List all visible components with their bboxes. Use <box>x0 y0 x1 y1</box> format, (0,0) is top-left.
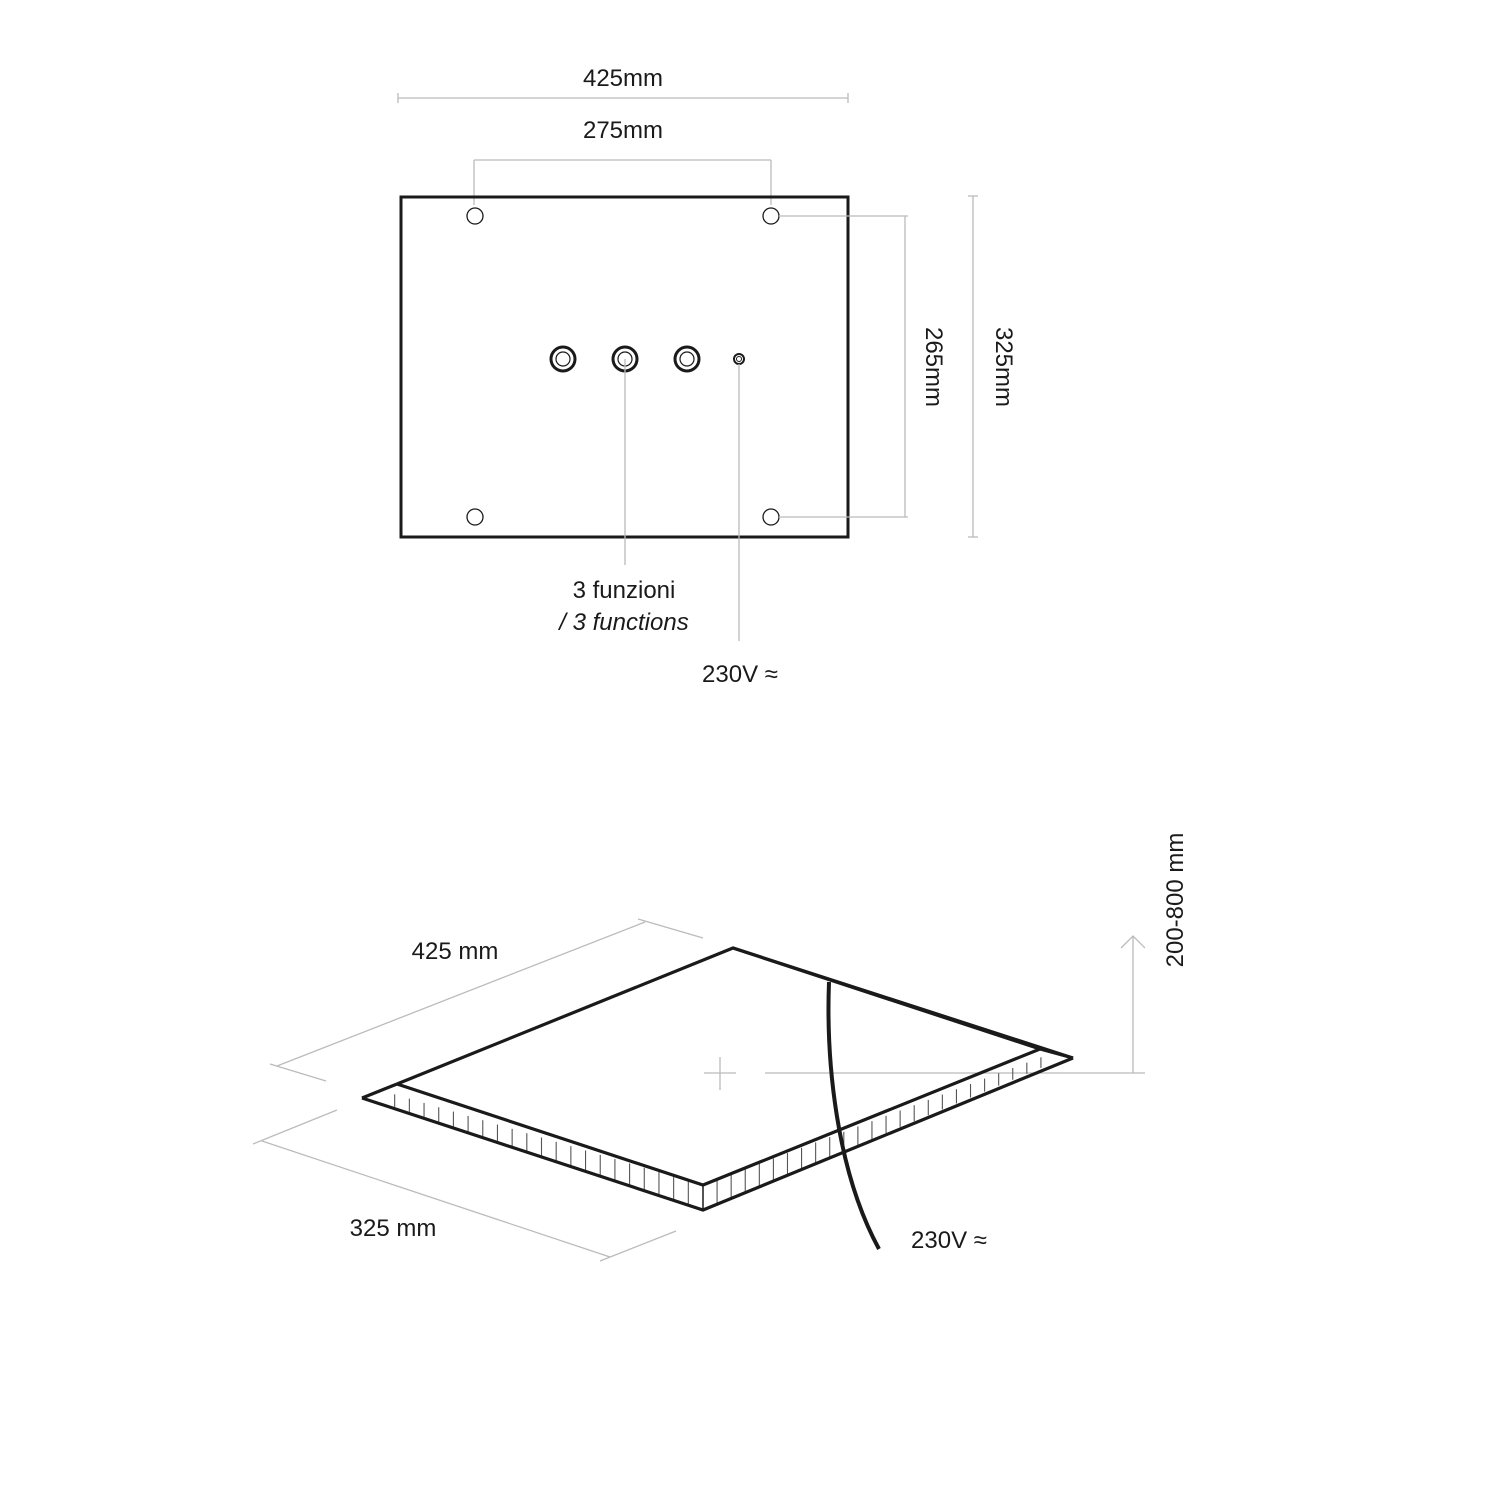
dimension-height-overall <box>968 195 978 538</box>
label-iso-width: 325 mm <box>350 1215 437 1242</box>
label-functions-it: 3 funzioni <box>573 577 676 604</box>
dimension-height-holes <box>779 215 908 518</box>
panel-edge-hatching-right <box>716 1057 1042 1205</box>
power-cable-icon <box>826 981 881 1250</box>
mounting-hole-icon <box>762 207 780 225</box>
label-width-holes: 275mm <box>583 117 663 144</box>
panel-outline <box>361 946 1074 1212</box>
label-width-overall: 425mm <box>583 65 663 92</box>
label-height-holes: 265mm <box>920 327 947 407</box>
function-knobs <box>549 345 745 373</box>
label-iso-length: 425 mm <box>412 938 499 965</box>
iso-view: 425 mm 325 mm 200-800 mm <box>252 833 1189 1262</box>
power-inlet-icon <box>733 353 745 365</box>
dimension-iso-height <box>765 935 1146 1074</box>
arrow-up-icon <box>1120 935 1146 949</box>
top-view: 425mm 275mm 265mm 325m <box>397 65 1017 688</box>
label-power-top: 230V ≈ <box>702 661 778 688</box>
label-height-overall: 325mm <box>990 327 1017 407</box>
dimension-iso-length <box>269 918 704 1082</box>
mounting-hole-icon <box>466 207 484 225</box>
panel-edge-hatching-left <box>394 1094 689 1206</box>
label-functions-en: / 3 functions <box>557 609 688 636</box>
mounting-hole-icon <box>466 508 484 526</box>
label-power-iso: 230V ≈ <box>911 1227 987 1254</box>
center-cross-icon <box>704 1057 736 1090</box>
dimension-width-overall <box>397 93 849 103</box>
callout-leaders <box>624 359 740 641</box>
dimension-iso-width <box>252 1109 677 1262</box>
knob-icon <box>549 345 577 373</box>
knob-icon <box>673 345 701 373</box>
label-iso-height: 200-800 mm <box>1162 833 1189 968</box>
mounting-hole-icon <box>762 508 780 526</box>
